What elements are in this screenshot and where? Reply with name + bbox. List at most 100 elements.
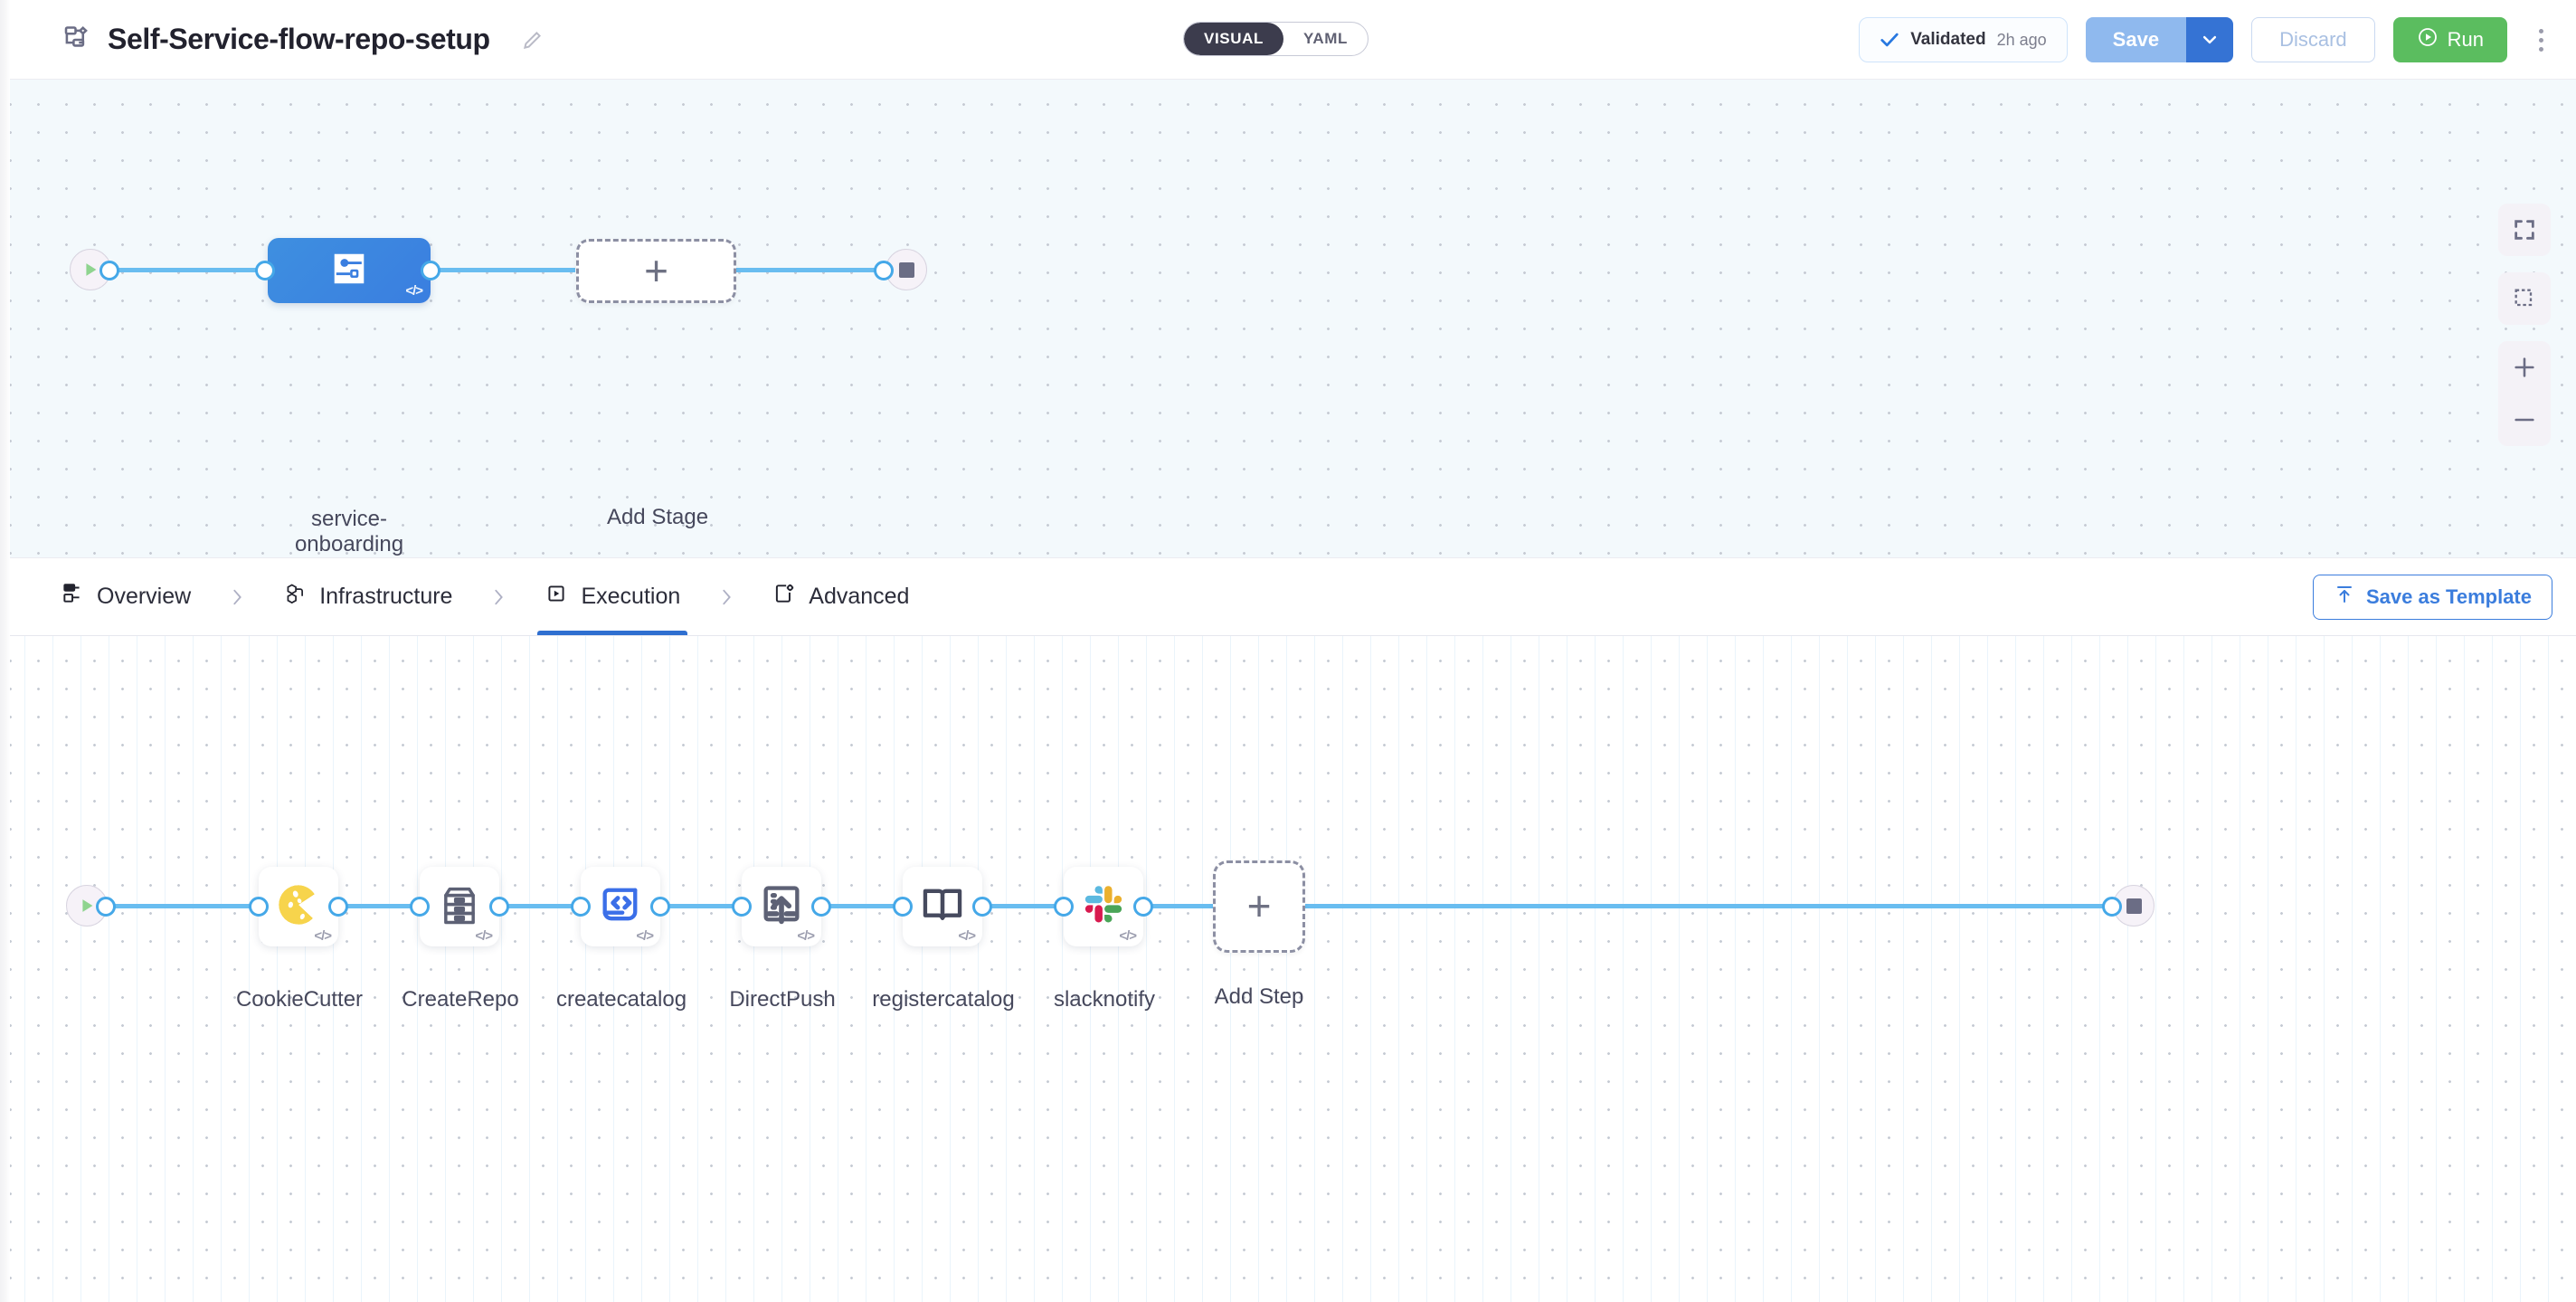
save-dropdown-button[interactable] xyxy=(2186,17,2234,62)
code-script-icon xyxy=(597,881,644,933)
open-book-icon xyxy=(919,881,966,933)
run-button[interactable]: Run xyxy=(2392,17,2507,62)
stage-input-port[interactable] xyxy=(255,261,275,280)
validated-time: 2h ago xyxy=(1996,30,2047,49)
zoom-out-icon[interactable] xyxy=(2498,394,2551,446)
exec-end-port[interactable] xyxy=(2102,897,2122,917)
marquee-select-icon[interactable] xyxy=(2498,272,2551,325)
tab-separator-icon xyxy=(227,585,247,609)
step-node-registercatalog[interactable]: </> xyxy=(903,867,982,946)
stage-node-label: service- onboarding xyxy=(294,507,404,557)
run-button-label: Run xyxy=(2447,28,2484,51)
slack-icon xyxy=(1080,881,1127,933)
step-port-out-2[interactable] xyxy=(489,897,509,917)
zoom-in-icon[interactable] xyxy=(2498,341,2551,394)
cookie-icon xyxy=(275,881,322,933)
save-button-group[interactable]: Save xyxy=(2085,17,2234,62)
step-code-badge: </> xyxy=(636,928,654,944)
save-as-template-label: Save as Template xyxy=(2365,585,2532,608)
step-label-createcatalog: createcatalog xyxy=(555,987,687,1012)
step-port-in-4[interactable] xyxy=(732,897,752,917)
stage-canvas[interactable]: </> service- onboarding + Add Stage xyxy=(10,80,2576,557)
tab-execution[interactable]: Execution xyxy=(537,558,688,635)
save-template-icon xyxy=(2334,584,2355,611)
add-stage-button[interactable]: + xyxy=(576,239,736,303)
step-node-cookiecutter[interactable]: </> xyxy=(259,867,338,946)
edge-stage-to-add xyxy=(408,268,575,272)
stage-node-service-onboarding[interactable]: </> xyxy=(268,238,431,303)
stop-square-icon xyxy=(898,261,914,278)
stage-code-badge: </> xyxy=(405,283,423,299)
check-icon xyxy=(1880,30,1899,50)
stage-output-port[interactable] xyxy=(421,261,440,280)
step-port-in-3[interactable] xyxy=(571,897,591,917)
mode-toggle-visual[interactable]: VISUAL xyxy=(1184,23,1283,55)
stage-end-port[interactable] xyxy=(874,261,894,280)
tab-overview-label: Overview xyxy=(97,584,192,609)
execution-canvas[interactable]: </> CookieCutter </> CreateRepo xyxy=(10,636,2576,1302)
stop-square-icon xyxy=(2126,898,2142,914)
step-port-in-2[interactable] xyxy=(410,897,430,917)
plus-icon: + xyxy=(644,246,668,294)
stage-end-node[interactable] xyxy=(886,249,927,290)
drawer-icon xyxy=(436,881,483,933)
app-header: Self-Service-flow-repo-setup VISUAL YAML… xyxy=(10,0,2576,80)
mode-toggle[interactable]: VISUAL YAML xyxy=(1183,22,1368,56)
tab-advanced[interactable]: Advanced xyxy=(765,558,916,635)
plus-icon: + xyxy=(1246,882,1272,930)
tab-infrastructure[interactable]: Infrastructure xyxy=(276,558,459,635)
step-port-out-3[interactable] xyxy=(650,897,670,917)
step-node-createrepo[interactable]: </> xyxy=(420,867,499,946)
tab-separator-icon xyxy=(716,585,736,609)
step-label-createrepo: CreateRepo xyxy=(402,987,519,1012)
step-code-badge: </> xyxy=(797,928,815,944)
kebab-menu-icon[interactable] xyxy=(2525,17,2556,62)
fit-to-screen-icon[interactable] xyxy=(2498,204,2551,256)
validated-label: Validated xyxy=(1910,30,1986,49)
stage-start-port[interactable] xyxy=(99,261,119,280)
step-port-out-4[interactable] xyxy=(811,897,831,917)
pipeline-flow-icon xyxy=(55,24,88,56)
add-stage-label: Add Stage xyxy=(606,505,709,529)
zoom-controls-group xyxy=(2498,341,2551,446)
step-port-in-5[interactable] xyxy=(893,897,913,917)
edge-stage-in xyxy=(164,268,263,272)
step-port-in-1[interactable] xyxy=(249,897,269,917)
execution-icon xyxy=(545,582,568,612)
step-port-out-1[interactable] xyxy=(328,897,348,917)
overview-icon xyxy=(61,582,84,612)
step-label-directpush: DirectPush xyxy=(729,987,836,1012)
tabs-list: Overview Infrastructure xyxy=(53,558,916,635)
header-left-group: Self-Service-flow-repo-setup xyxy=(55,23,545,56)
step-port-in-6[interactable] xyxy=(1054,897,1074,917)
save-button[interactable]: Save xyxy=(2085,17,2187,62)
step-label-slacknotify: slacknotify xyxy=(1053,987,1156,1012)
status-badge: Validated 2h ago xyxy=(1859,17,2068,62)
discard-button[interactable]: Discard xyxy=(2251,17,2375,62)
step-port-out-5[interactable] xyxy=(972,897,992,917)
exec-start-port[interactable] xyxy=(96,897,116,917)
step-code-badge: </> xyxy=(958,928,976,944)
add-step-label: Add Step xyxy=(1214,984,1304,1009)
step-node-slacknotify[interactable]: </> xyxy=(1064,867,1143,946)
step-node-directpush[interactable]: </> xyxy=(742,867,821,946)
play-circle-icon xyxy=(2417,26,2439,53)
tab-overview[interactable]: Overview xyxy=(53,558,198,635)
step-code-badge: </> xyxy=(1119,928,1137,944)
pencil-edit-icon[interactable] xyxy=(521,28,545,52)
infrastructure-icon xyxy=(283,582,307,612)
step-label-registercatalog: registercatalog xyxy=(872,987,1015,1012)
step-code-badge: </> xyxy=(314,928,332,944)
section-tabs: Overview Infrastructure xyxy=(10,557,2576,636)
push-upload-icon xyxy=(758,881,805,933)
step-port-out-6[interactable] xyxy=(1133,897,1153,917)
edge-start-to-stage xyxy=(100,268,164,272)
step-node-createcatalog[interactable]: </> xyxy=(581,867,660,946)
header-actions: Validated 2h ago Save Discard xyxy=(1859,0,2556,80)
save-as-template-button[interactable]: Save as Template xyxy=(2312,575,2552,620)
advanced-icon xyxy=(772,582,796,612)
add-step-button[interactable]: + xyxy=(1213,860,1305,953)
stage-pipeline-icon xyxy=(328,248,370,294)
tab-advanced-label: Advanced xyxy=(809,584,910,609)
mode-toggle-yaml[interactable]: YAML xyxy=(1302,30,1348,47)
